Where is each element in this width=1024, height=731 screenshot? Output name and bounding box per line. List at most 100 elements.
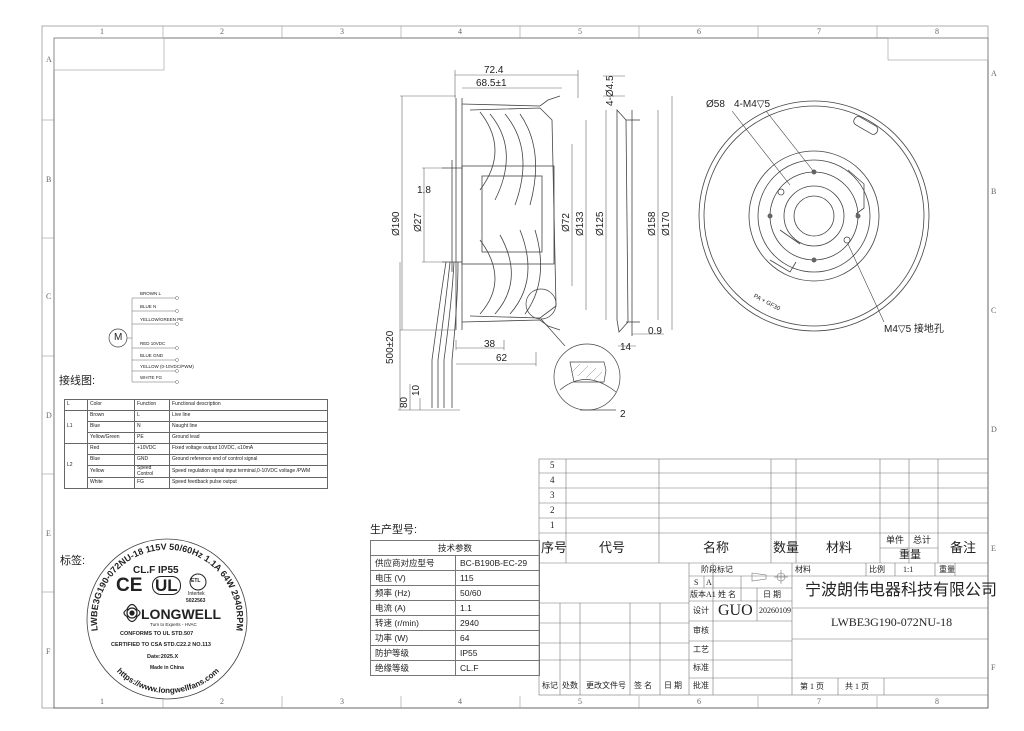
dim-14: 14	[620, 342, 632, 353]
ul-mark: UL	[152, 576, 181, 595]
spec-value: CL.F	[455, 660, 540, 676]
wiring-func: Speed Control	[134, 465, 170, 478]
tb-a: A	[706, 578, 712, 587]
zone-row-c: C	[46, 292, 52, 301]
dim-10: 10	[411, 384, 422, 396]
tb-row-3: 3	[550, 490, 555, 500]
dim-500: 500±20	[385, 330, 396, 364]
dim-80: 80	[399, 396, 410, 408]
tb-version: 版本A1	[690, 590, 716, 599]
tb-h-qty: 数量	[773, 540, 800, 555]
zone-col-5: 5	[578, 27, 582, 36]
dim-72-4: 72.4	[484, 65, 504, 76]
zone-row-rd: D	[991, 425, 997, 434]
spec-key: 转速 (r/min)	[370, 615, 456, 631]
wiring-color: Yellow/Green	[87, 432, 135, 444]
wiring-h-desc: Functional description	[169, 399, 328, 411]
wiring-title: 接线图:	[59, 375, 96, 387]
tb-row-2: 2	[550, 505, 555, 515]
zone-col-b6: 6	[697, 697, 701, 706]
dim-4-d45: 4-Ø4.5	[605, 75, 616, 106]
zone-col-4: 4	[458, 27, 462, 36]
wire-yellow: YELLOW (0-10VDC/PWM)	[140, 364, 194, 369]
company-name: 宁波朗伟电器科技有限公司	[805, 582, 998, 599]
zone-row-e: E	[46, 529, 51, 538]
dim-m4-ground: M4▽5 接地孔	[884, 324, 944, 335]
spec-value: BC-B190B-EC-29	[455, 555, 540, 571]
spec-key: 防护等级	[370, 645, 456, 661]
tb-approve: 批准	[693, 681, 709, 690]
wire-red: RED 10VDC	[140, 341, 166, 346]
wiring-color: Blue	[87, 421, 135, 433]
spec-value: 1.1	[455, 600, 540, 616]
wiring-desc: Fixed voltage output 10VDC, ≤10mA	[169, 443, 328, 455]
tb-scale: 1:1	[903, 565, 914, 574]
wiring-desc: Live line	[169, 410, 328, 422]
dim-d133: Ø133	[575, 211, 586, 236]
tb-name-h: 姓 名	[718, 590, 736, 599]
wiring-color: Red	[87, 443, 135, 455]
wire-blue-gnd: BLUE GND	[140, 353, 164, 358]
brand-tagline: Turn to Experts - HVAC	[150, 622, 197, 627]
tb-h-remark: 备注	[950, 540, 977, 555]
etl-mark: ETL	[191, 578, 201, 584]
label-date: Date:2025.X	[147, 654, 179, 660]
tb-h-seq: 序号	[541, 540, 568, 555]
wiring-desc: Speed regulation signal input terminal,0…	[169, 465, 328, 478]
wiring-color: Blue	[87, 454, 135, 466]
zone-col-b5: 5	[578, 697, 582, 706]
tb-rev-date: 日 期	[664, 681, 682, 690]
tb-standard: 标准	[693, 663, 709, 672]
tb-h-total: 总计	[913, 535, 932, 545]
tb-h-material: 材料	[826, 540, 853, 555]
spec-value: 115	[455, 570, 540, 586]
title-block-grid	[538, 458, 988, 696]
cert-number: 5022563	[186, 598, 206, 604]
wiring-table: L Color Function Functional description …	[64, 399, 328, 489]
fan-side-view	[398, 70, 673, 411]
tb-rev-sign: 签 名	[634, 681, 652, 690]
wiring-desc: Speed feedback pulse output	[169, 477, 328, 489]
dim-d58: Ø58	[706, 99, 725, 110]
spec-value: 2940	[455, 615, 540, 631]
tb-row-5: 5	[550, 460, 555, 470]
wiring-h-color: Color	[87, 399, 135, 411]
zone-col-b8: 8	[935, 697, 939, 706]
dim-d170: Ø170	[661, 211, 672, 236]
label-ul-std: CONFORMS TO UL STD.507	[120, 631, 194, 637]
wiring-h-l: L	[64, 399, 88, 411]
zone-col-b3: 3	[340, 697, 344, 706]
zone-col-b4: 4	[458, 697, 462, 706]
tb-h-name: 名称	[703, 540, 730, 555]
spec-value: IP55	[455, 645, 540, 661]
label-title: 标签:	[60, 555, 86, 567]
dim-d158: Ø158	[647, 211, 658, 236]
dim-d125: Ø125	[595, 211, 606, 236]
tb-row-1: 1	[550, 520, 555, 530]
dim-1-8: 1.8	[417, 185, 431, 196]
zone-row-rc: C	[991, 306, 997, 315]
production-title: 生产型号:	[370, 524, 418, 536]
zone-row-d: D	[46, 411, 52, 420]
wire-yellow-green: YELLOW/GREEN PE	[140, 317, 184, 322]
wiring-color: Brown	[87, 410, 135, 422]
tb-s: S	[694, 578, 699, 587]
tb-scale-h: 比例	[869, 565, 885, 574]
tb-design: 设计	[693, 606, 709, 615]
wiring-func: L	[134, 410, 170, 422]
zone-row-a: A	[46, 55, 52, 64]
wire-white: WHITE FG	[140, 375, 162, 380]
spec-key: 功率 (W)	[370, 630, 456, 646]
tb-stage: 阶段标记	[701, 565, 733, 574]
zone-col-3: 3	[340, 27, 344, 36]
tb-row-4: 4	[550, 475, 555, 485]
wiring-desc: Naught line	[169, 421, 328, 433]
tb-rev-doc: 更改文件号	[586, 681, 626, 690]
tb-total-pages: 共 1 页	[845, 682, 869, 691]
label-csa-std: CERTIFIED TO CSA STD.C22.2 NO.113	[111, 642, 211, 648]
dim-d27: Ø27	[413, 213, 424, 232]
spec-key: 电压 (V)	[370, 570, 456, 586]
wiring-func: GND	[134, 454, 170, 466]
wiring-l1: L1	[64, 410, 88, 444]
